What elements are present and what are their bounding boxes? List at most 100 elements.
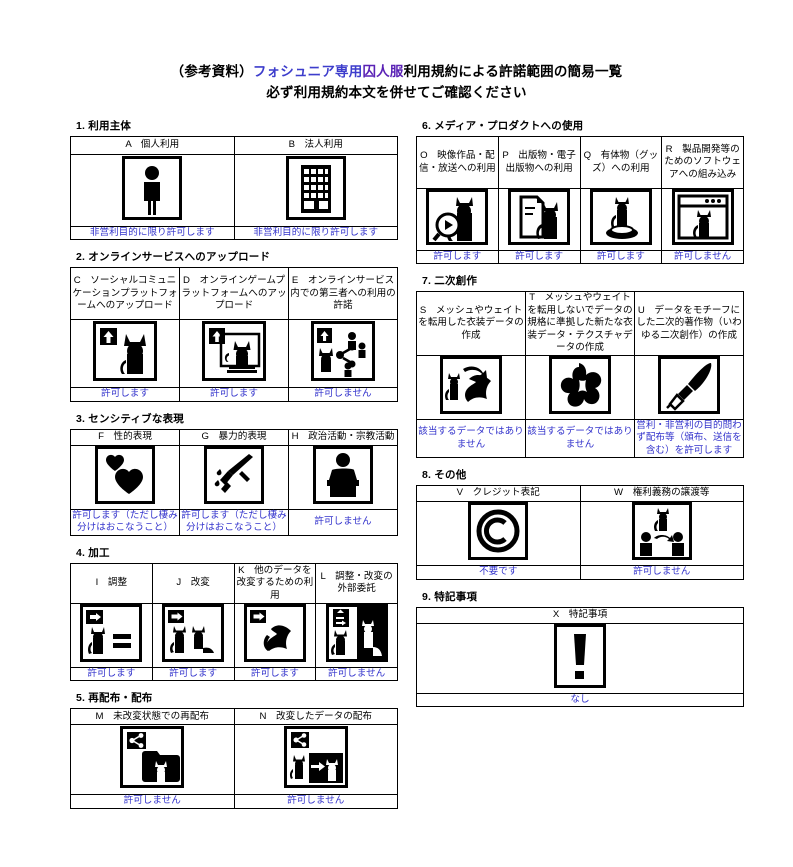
table-row-permission: 非営利目的に限り許可します 非営利目的に限り許可します xyxy=(70,225,398,241)
section-8-table: V クレジット表記 W 権利義務の譲渡等 xyxy=(416,485,744,580)
cell-header-k: K 他のデータを改変するための利用 xyxy=(233,562,317,604)
cell-icon-g xyxy=(179,444,289,510)
section-8-number: 8. xyxy=(422,469,432,482)
section-4-title: 4. 加工 xyxy=(76,545,398,560)
podium-speaker-icon xyxy=(313,445,373,504)
section-5-title: 5. 再配布・配布 xyxy=(76,690,398,705)
cell-header-c: C ソーシャルコミュニケーションプラットフォームへのアップロード xyxy=(70,267,180,321)
upload-cat-icon xyxy=(93,321,157,382)
section-9-table: X 特記事項 なし xyxy=(416,606,744,708)
cell-permission-b: 非営利目的に限り許可します xyxy=(233,225,398,241)
table-row-icons xyxy=(70,444,398,510)
cell-icon-m xyxy=(70,724,235,796)
bloody-knife-icon xyxy=(204,445,264,504)
section-1-number: 1. xyxy=(76,120,86,132)
table-row-permission: 該当するデータではありません 該当するデータではありません 営利・非営利の目的問… xyxy=(416,418,744,459)
section-3: 3. センシティブな表現 F 性的表現 G 暴力的表現 H 政治活動・宗教活動 xyxy=(70,411,398,536)
cell-permission-u: 営利・非営利の目的問わず配布等（頒布、送信を含む）を許可します xyxy=(634,418,744,459)
section-8-heading: その他 xyxy=(434,469,467,482)
section-2-number: 2. xyxy=(76,251,86,264)
cell-icon-i xyxy=(70,602,153,668)
cell-header-o: O 映像作品・配信・放送への利用 xyxy=(416,136,499,189)
table-row-permission: 許可します 許可します 許可しません xyxy=(70,387,398,402)
publication-cat-icon xyxy=(508,189,571,245)
table-row-permission: 許可します（ただし棲み分けはおこなうこと） 許可します（ただし棲み分けはおこなう… xyxy=(70,508,398,536)
cell-permission-s: 該当するデータではありません xyxy=(416,418,526,459)
title-accent-item: 囚人服 xyxy=(362,64,404,79)
table-row-header: A 個人利用 B 法人利用 xyxy=(70,136,398,155)
cell-header-r: R 製品開発等のためのソフトウェアへの組み込み xyxy=(661,136,744,189)
section-4: 4. 加工 I 調整 J 改変 K 他のデータを改変するための利用 L 調整・改… xyxy=(70,545,398,682)
outsourcing-cats-icon xyxy=(325,603,388,662)
table-row-permission: なし xyxy=(416,692,744,708)
title-line-2: 必ず利用規約本文を併せてご確認ください xyxy=(266,84,527,100)
table-row-icons xyxy=(416,188,744,251)
cell-icon-v xyxy=(416,501,581,567)
cell-icon-p xyxy=(497,188,581,251)
transfer-rights-icon xyxy=(631,502,692,561)
cell-header-a: A 個人利用 xyxy=(70,136,235,155)
new-costume-data-icon xyxy=(549,355,611,414)
table-row-header: X 特記事項 xyxy=(416,606,744,624)
section-7-number: 7. xyxy=(422,275,432,288)
section-6: 6. メディア・プロダクトへの使用 O 映像作品・配信・放送への利用 P 出版物… xyxy=(416,118,744,265)
mesh-reuse-cat-icon xyxy=(440,355,502,414)
cell-header-w: W 権利義務の譲渡等 xyxy=(579,485,744,503)
cell-permission-g: 許可します（ただし棲み分けはおこなうこと） xyxy=(179,508,289,536)
cell-icon-q xyxy=(579,188,663,251)
cell-header-n: N 改変したデータの配布 xyxy=(233,708,398,726)
cell-permission-x: なし xyxy=(416,692,744,708)
cell-icon-t xyxy=(525,354,635,420)
table-row-icons xyxy=(70,602,398,668)
cell-icon-u xyxy=(634,354,744,420)
cell-permission-f: 許可します（ただし棲み分けはおこなうこと） xyxy=(70,508,180,536)
modify-other-data-icon xyxy=(243,603,306,662)
cell-header-u: U データをモチーフにした二次的著作物（いわゆる二次創作）の作成 xyxy=(634,291,744,356)
cell-permission-j: 許可します xyxy=(151,666,235,682)
right-column: 6. メディア・プロダクトへの使用 O 映像作品・配信・放送への利用 P 出版物… xyxy=(416,118,744,818)
cell-icon-o xyxy=(416,188,499,251)
cell-icon-j xyxy=(151,602,235,668)
exclamation-icon xyxy=(554,623,606,688)
section-9-heading: 特記事項 xyxy=(434,590,478,603)
section-8: 8. その他 V クレジット表記 W 権利義務の譲渡等 xyxy=(416,467,744,580)
table-row-header: C ソーシャルコミュニケーションプラットフォームへのアップロード D オンライン… xyxy=(70,267,398,321)
section-2-title: 2. オンラインサービスへのアップロード xyxy=(76,249,398,264)
section-1-title: 1. 利用主体 xyxy=(76,118,398,133)
table-row-permission: 許可します 許可します 許可します 許可しません xyxy=(70,666,398,682)
video-play-cat-icon xyxy=(426,189,489,245)
cell-permission-d: 許可します xyxy=(179,387,289,402)
section-9-title: 9. 特記事項 xyxy=(422,589,744,604)
table-row-icons xyxy=(70,154,398,227)
page-title: （参考資料）フォシュニア専用囚人服利用規約による許諾範囲の簡易一覧 必ず利用規約… xyxy=(0,0,793,104)
cell-permission-n: 許可しません xyxy=(233,794,398,809)
table-row-header: V クレジット表記 W 権利義務の譲渡等 xyxy=(416,485,744,503)
content-columns: 1. 利用主体 A 個人利用 B 法人利用 xyxy=(0,118,793,818)
table-row-permission: 許可します 許可します 許可します 許可しません xyxy=(416,249,744,265)
redistribute-folder-cat-icon xyxy=(120,726,185,789)
share-cat-people-icon xyxy=(311,321,375,382)
section-9: 9. 特記事項 X 特記事項 なし xyxy=(416,589,744,708)
cell-permission-t: 該当するデータではありません xyxy=(525,418,635,459)
copyright-icon xyxy=(468,502,529,561)
section-4-number: 4. xyxy=(76,546,86,559)
section-3-number: 3. xyxy=(76,412,86,425)
title-line-1: （参考資料）フォシュニア専用囚人服利用規約による許諾範囲の簡易一覧 xyxy=(0,62,793,83)
cell-permission-a: 非営利目的に限り許可します xyxy=(70,225,235,241)
cell-header-p: P 出版物・電子出版物への利用 xyxy=(497,136,581,189)
table-row-icons xyxy=(70,724,398,796)
section-1-table: A 個人利用 B 法人利用 非営利目 xyxy=(70,136,398,241)
cell-header-h: H 政治活動・宗教活動 xyxy=(288,428,398,446)
distribute-modified-cat-icon xyxy=(283,726,348,789)
cell-header-g: G 暴力的表現 xyxy=(179,428,289,446)
section-3-title: 3. センシティブな表現 xyxy=(76,411,398,426)
section-5: 5. 再配布・配布 M 未改変状態での再配布 N 改変したデータの配布 xyxy=(70,690,398,809)
section-6-number: 6. xyxy=(422,120,432,132)
section-7-table: S メッシュやウェイトを転用した衣装データの作成 T メッシュやウェイトを転用し… xyxy=(416,291,744,459)
cell-icon-l xyxy=(315,602,398,668)
cell-header-t: T メッシュやウェイトを転用しないでデータの規格に準拠した新たな衣装データ・テク… xyxy=(525,291,635,356)
section-5-table: M 未改変状態での再配布 N 改変したデータの配布 xyxy=(70,708,398,809)
left-column: 1. 利用主体 A 個人利用 B 法人利用 xyxy=(70,118,398,818)
cell-icon-s xyxy=(416,354,526,420)
cell-permission-w: 許可しません xyxy=(579,565,744,580)
